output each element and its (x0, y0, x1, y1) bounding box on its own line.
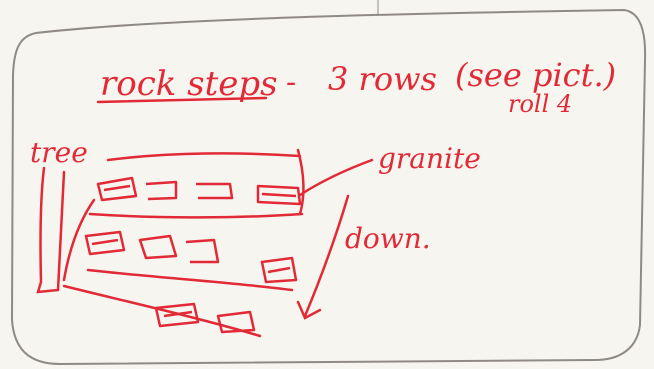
right-edge-line (296, 148, 305, 216)
stone (196, 182, 234, 200)
stone (216, 310, 256, 334)
top-edge-line (106, 152, 302, 162)
granite-pointer-line (298, 158, 374, 197)
stone (185, 238, 220, 264)
row-divider-1 (88, 212, 304, 219)
see-picture-note: (see pict.) (455, 56, 616, 94)
stone-row-middle (84, 230, 298, 284)
title-underline (96, 96, 268, 104)
label-granite: granite (378, 142, 481, 175)
stone (145, 180, 178, 201)
pencil-border (10, 8, 647, 366)
label-tree: tree (30, 136, 88, 169)
title-dash: - (286, 65, 296, 100)
stone (260, 256, 298, 284)
left-slope-line (62, 198, 96, 282)
rows-count: 3 rows (328, 60, 437, 98)
down-arrow-head (296, 300, 322, 320)
down-arrow-line (303, 194, 350, 318)
stone-row-bottom (154, 302, 256, 334)
stone (96, 176, 138, 202)
stone (138, 234, 178, 260)
roll-number: roll 4 (508, 90, 572, 118)
stone-row-top (96, 176, 302, 206)
stone (256, 184, 302, 206)
row-divider-2 (86, 268, 294, 292)
stone (84, 230, 126, 256)
stone (154, 302, 200, 328)
bottom-slope-line (62, 284, 262, 338)
label-down: down. (345, 222, 431, 255)
tree-trunk (36, 166, 66, 294)
